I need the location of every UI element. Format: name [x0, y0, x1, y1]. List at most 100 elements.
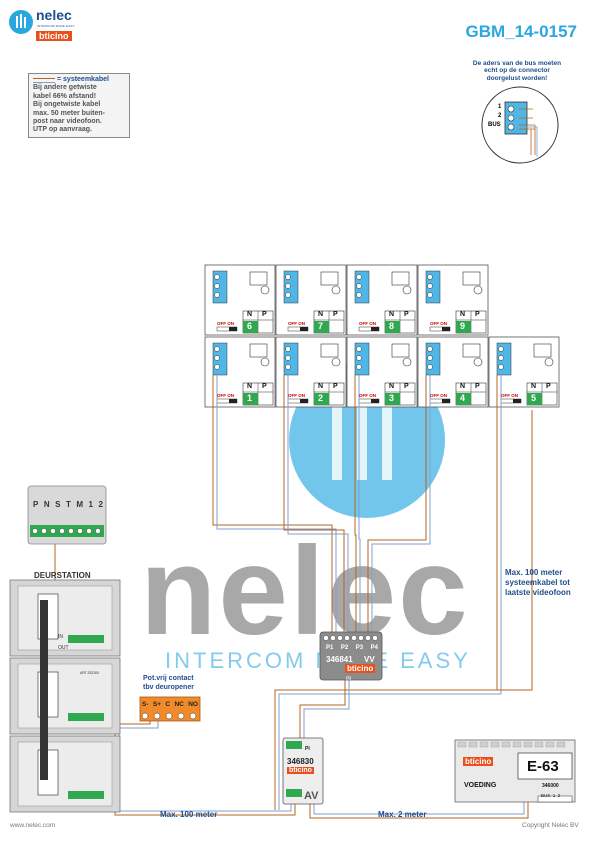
psu-vent — [545, 741, 555, 748]
cable-label-right-3: laatste videofoon — [505, 588, 571, 597]
monitor-group — [204, 264, 560, 408]
connector-screw — [285, 274, 291, 280]
relay-terminals: S- S+ C NC NO — [142, 701, 198, 708]
switch-slider — [371, 327, 379, 331]
monitor-button — [260, 285, 270, 295]
monitor-number: 8 — [389, 321, 395, 331]
relay-terminal-label: NC — [174, 701, 184, 708]
pin-label: T — [65, 500, 71, 509]
psu-terminal-block — [537, 795, 573, 803]
psu-vent — [501, 741, 511, 748]
monitor-unit — [488, 336, 560, 408]
connector-terminal-strip — [30, 525, 104, 537]
psu-code: 346000 — [542, 783, 559, 789]
switch-label: OFF ON — [288, 321, 305, 326]
psu-label: VOEDING — [464, 782, 497, 789]
np-label-n: N — [318, 383, 324, 390]
address-cell — [385, 393, 400, 405]
bus-note-line: echt op de connector — [484, 67, 550, 75]
monitor-unit — [346, 336, 418, 408]
terminal-screw — [68, 528, 74, 534]
monitor-unit — [275, 264, 347, 336]
nelec-logo: nelec INTERCOM MADE EASY bticino — [8, 7, 108, 43]
connector-screw — [356, 346, 362, 352]
door-cable-blue — [118, 720, 292, 812]
monitor-button — [473, 285, 483, 295]
connector-screw — [285, 346, 291, 352]
np-label-p: P — [404, 383, 409, 390]
info-line: Bij andere getwiste — [33, 84, 97, 92]
monitor-button — [331, 357, 341, 367]
splitter-code: 346841 — [326, 655, 353, 664]
info-line: post naar videofoon. — [33, 117, 102, 125]
splitter-terminal-screw — [358, 635, 364, 641]
door-station-title: DEURSTATION — [34, 571, 91, 580]
connector-screw — [285, 292, 291, 298]
monitor-button — [473, 357, 483, 367]
connector-screw — [214, 274, 220, 280]
bus-terminal-bus: BUS — [488, 122, 501, 128]
splitter-port-label: P3 — [355, 645, 364, 651]
bus-detail-circle — [481, 86, 559, 164]
np-label-p: P — [475, 311, 480, 318]
relay-terminal-screw — [141, 712, 149, 720]
switch-label: OFF ON — [359, 393, 376, 398]
terminal-screw — [95, 528, 101, 534]
monitor-unit — [417, 336, 489, 408]
switch-slider — [300, 399, 308, 403]
np-label-p: P — [404, 311, 409, 318]
pin-label: P — [33, 500, 39, 509]
interface-terminal-bottom — [286, 789, 302, 797]
splitter-terminal-screw — [351, 635, 357, 641]
address-cell — [385, 321, 400, 333]
monitor-button — [260, 357, 270, 367]
monitor-screen — [533, 343, 552, 358]
connector-screw — [498, 355, 504, 361]
relay-terminal-label: C — [165, 701, 171, 708]
monitor-number: 4 — [460, 393, 466, 403]
switch-label: OFF ON — [217, 321, 234, 326]
interface-av: AV — [304, 790, 319, 802]
psu-cable-blue — [313, 800, 525, 815]
splitter-brand: bticino — [345, 664, 376, 673]
monitor-number: 2 — [318, 393, 324, 403]
info-title-row: = systeemkabel — [33, 76, 125, 84]
splitter-terminal-screw — [323, 635, 329, 641]
connector-screw — [498, 346, 504, 352]
monitor-cable-brown — [354, 375, 357, 632]
watermark-tagline: INTERCOM MADE EASY — [165, 648, 471, 673]
monitor-screen — [391, 271, 410, 286]
psu-cable-brown — [309, 800, 529, 819]
switch-label: OFF ON — [288, 393, 305, 398]
address-cell — [527, 393, 542, 405]
monitor-cable-brown — [367, 375, 427, 632]
connector-screw — [427, 292, 433, 298]
system-cable-icon — [33, 77, 55, 83]
door-out-label: OUT — [58, 645, 69, 651]
bus-note: De aders van de bus moeten echt op de co… — [452, 60, 582, 82]
connector-screw — [427, 364, 433, 370]
pin-label: 1 — [88, 500, 93, 509]
address-cell — [456, 393, 471, 405]
address-cell — [456, 321, 471, 333]
np-label-p: P — [333, 383, 338, 390]
cable-info-box: = systeemkabel Bij andere getwiste kabel… — [28, 73, 130, 138]
terminal-screw — [59, 528, 65, 534]
cable-group — [54, 375, 533, 819]
np-label-n: N — [460, 383, 466, 390]
monitor-screen — [320, 271, 339, 286]
terminal-screw — [50, 528, 56, 534]
cable-label-max100-left: Max. 100 meter — [160, 810, 218, 819]
psu-vent — [479, 741, 489, 748]
door-connector-detail — [27, 485, 107, 545]
terminal-screw — [41, 528, 47, 534]
connector-screw — [356, 283, 362, 289]
connector-screw — [498, 364, 504, 370]
address-cell — [314, 321, 329, 333]
relay-terminal-screw — [153, 712, 161, 720]
document-code: GBM_14-0157 — [465, 22, 577, 41]
door-station-module — [9, 579, 121, 657]
monitor-unit — [346, 264, 418, 336]
np-label-p: P — [333, 311, 338, 318]
